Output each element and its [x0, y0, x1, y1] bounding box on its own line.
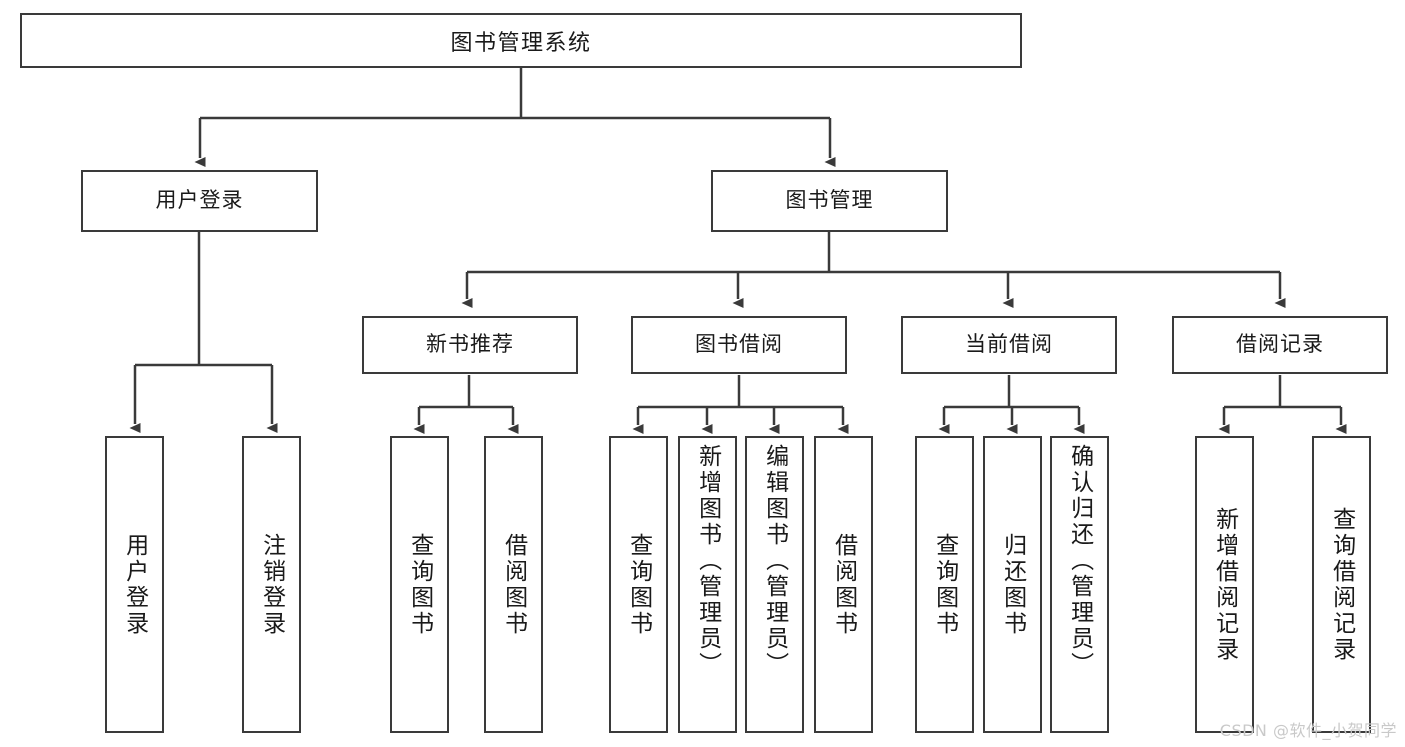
node-label: 借阅图书 — [500, 532, 527, 637]
node-label: 新增图书（管理员） — [694, 444, 721, 678]
node-label: 查询图书 — [625, 532, 652, 637]
node-label: 图书管理 — [785, 188, 874, 213]
node-book-borrow[interactable]: 图书借阅 — [631, 316, 847, 374]
leaf-user-login-login[interactable]: 用户登录 — [105, 436, 164, 733]
leaf-new-book-query[interactable]: 查询图书 — [390, 436, 449, 733]
node-label: 当前借阅 — [965, 332, 1053, 357]
node-label: 确认归还（管理员） — [1066, 444, 1093, 678]
leaf-borrow-record-add[interactable]: 新增借阅记录 — [1195, 436, 1254, 733]
node-label: 图书管理系统 — [450, 30, 592, 56]
node-label: 新书推荐 — [426, 332, 514, 357]
node-current-borrow[interactable]: 当前借阅 — [901, 316, 1117, 374]
node-label: 编辑图书（管理员） — [761, 444, 788, 678]
node-label: 查询图书 — [931, 532, 958, 637]
leaf-user-login-logout[interactable]: 注销登录 — [242, 436, 301, 733]
leaf-current-borrow-query[interactable]: 查询图书 — [915, 436, 974, 733]
node-label: 查询借阅记录 — [1328, 506, 1355, 663]
leaf-current-borrow-return[interactable]: 归还图书 — [983, 436, 1042, 733]
node-label: 注销登录 — [258, 532, 285, 637]
leaf-borrow-book-borrow[interactable]: 借阅图书 — [814, 436, 873, 733]
leaf-current-borrow-confirm-return[interactable]: 确认归还（管理员） — [1050, 436, 1109, 733]
node-user-login[interactable]: 用户登录 — [81, 170, 318, 232]
node-new-book-recommend[interactable]: 新书推荐 — [362, 316, 578, 374]
node-label: 查询图书 — [406, 532, 433, 637]
node-label: 图书借阅 — [695, 332, 783, 357]
leaf-borrow-record-query[interactable]: 查询借阅记录 — [1312, 436, 1371, 733]
node-label: 用户登录 — [155, 188, 244, 213]
node-borrow-record[interactable]: 借阅记录 — [1172, 316, 1388, 374]
node-system-title[interactable]: 图书管理系统 — [20, 13, 1022, 68]
leaf-borrow-book-query[interactable]: 查询图书 — [609, 436, 668, 733]
csdn-watermark: CSDN @软件_小贺同学 — [1219, 721, 1397, 740]
node-label: 借阅记录 — [1236, 332, 1324, 357]
node-label: 用户登录 — [121, 532, 148, 637]
leaf-new-book-borrow[interactable]: 借阅图书 — [484, 436, 543, 733]
node-label: 新增借阅记录 — [1211, 506, 1238, 663]
leaf-borrow-book-edit[interactable]: 编辑图书（管理员） — [745, 436, 804, 733]
node-label: 借阅图书 — [830, 532, 857, 637]
node-book-manage[interactable]: 图书管理 — [711, 170, 948, 232]
node-label: 归还图书 — [999, 532, 1026, 637]
leaf-borrow-book-add[interactable]: 新增图书（管理员） — [678, 436, 737, 733]
